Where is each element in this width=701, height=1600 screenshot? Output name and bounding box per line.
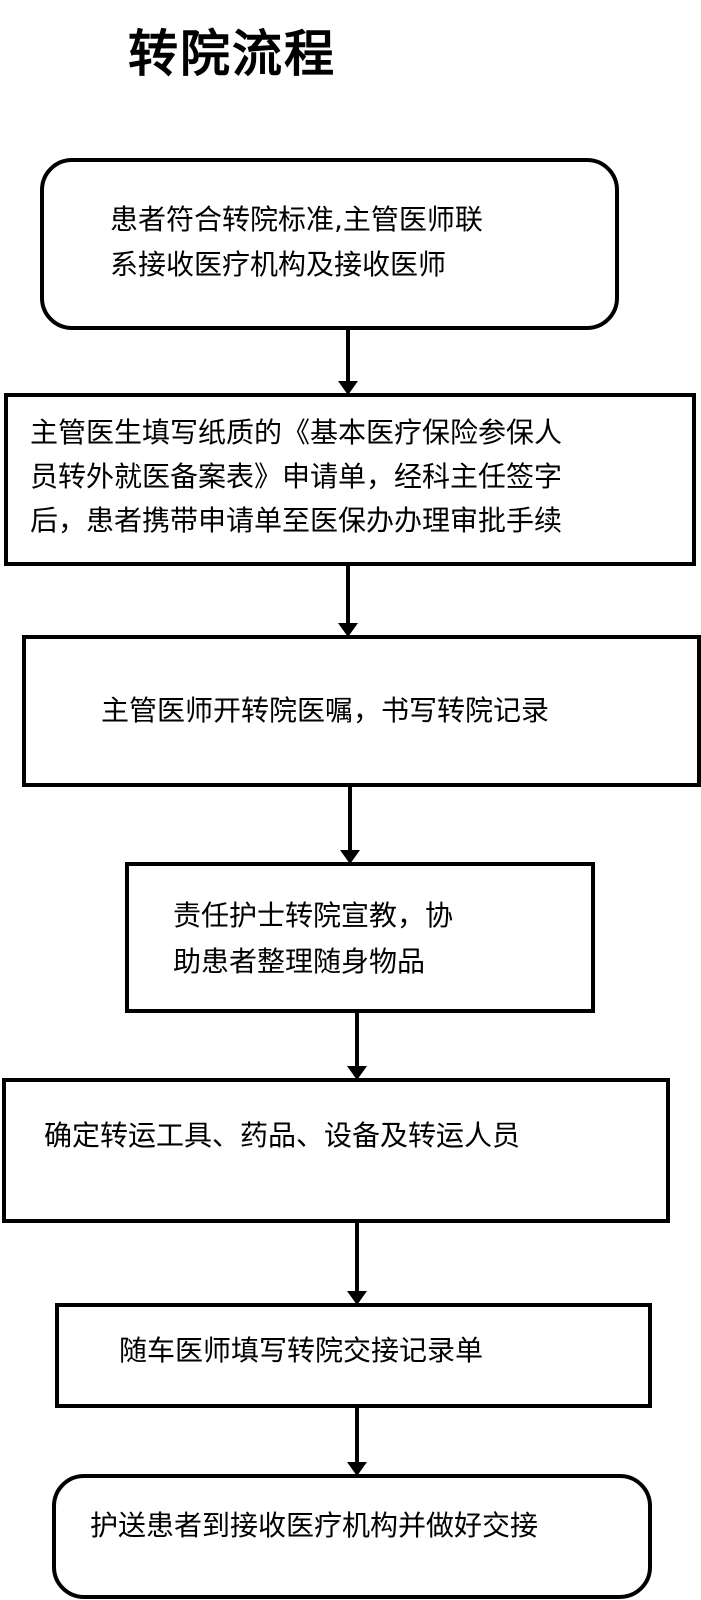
arrow-6-to-7 <box>347 1408 367 1476</box>
page-title: 转院流程 <box>128 24 336 83</box>
arrow-3-to-4 <box>340 787 360 864</box>
flow-step-7: 护送患者到接收医疗机构并做好交接 <box>52 1474 652 1599</box>
flow-step-2-text: 主管医生填写纸质的《基本医疗保险参保人 员转外就医备案表》申请单，经科主任签字 … <box>30 416 563 538</box>
flow-step-6-text: 随车医师填写转院交接记录单 <box>119 1334 484 1367</box>
flow-step-4: 责任护士转院宣教，协 助患者整理随身物品 <box>125 862 595 1013</box>
flow-step-6: 随车医师填写转院交接记录单 <box>55 1303 652 1408</box>
arrow-4-to-5 <box>347 1013 367 1080</box>
arrow-5-to-6 <box>347 1223 367 1305</box>
flow-step-5: 确定转运工具、药品、设备及转运人员 <box>2 1078 670 1223</box>
flow-step-3: 主管医师开转院医嘱，书写转院记录 <box>22 635 701 787</box>
flow-step-5-text: 确定转运工具、药品、设备及转运人员 <box>44 1119 521 1152</box>
arrow-1-to-2 <box>338 330 358 395</box>
flow-step-7-text: 护送患者到接收医疗机构并做好交接 <box>90 1509 539 1542</box>
arrow-2-to-3 <box>338 566 358 637</box>
flow-step-1: 患者符合转院标准,主管医师联 系接收医疗机构及接收医师 <box>40 158 619 330</box>
flow-step-2: 主管医生填写纸质的《基本医疗保险参保人 员转外就医备案表》申请单，经科主任签字 … <box>4 393 696 566</box>
flow-step-4-text: 责任护士转院宣教，协 助患者整理随身物品 <box>173 899 454 979</box>
flow-step-3-text: 主管医师开转院医嘱，书写转院记录 <box>101 694 550 727</box>
flow-step-1-text: 患者符合转院标准,主管医师联 系接收医疗机构及接收医师 <box>110 203 483 281</box>
